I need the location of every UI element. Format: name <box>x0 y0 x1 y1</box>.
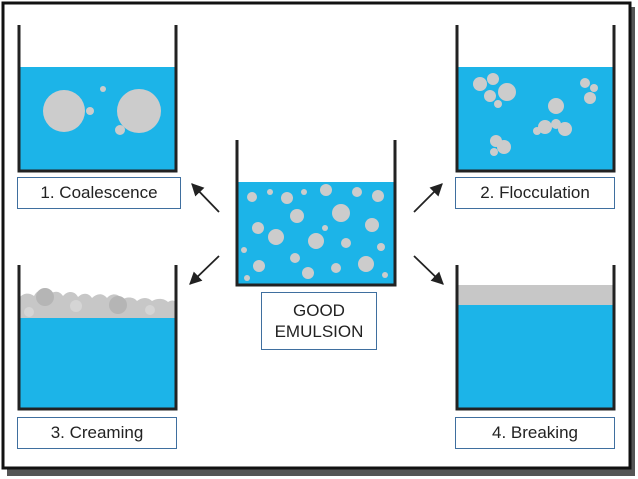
creaming-droplet <box>24 307 34 317</box>
label-breaking-text: 4. Breaking <box>492 423 578 443</box>
good-emulsion-droplet <box>332 204 350 222</box>
flocculation-droplet <box>497 140 511 154</box>
flocculation-droplet <box>533 127 541 135</box>
label-breaking: 4. Breaking <box>455 417 615 449</box>
creaming-droplet <box>70 300 82 312</box>
good-emulsion-droplet <box>308 233 324 249</box>
flocculation-droplet <box>494 100 502 108</box>
creaming-liquid <box>19 305 176 409</box>
label-good-emulsion: GOOD EMULSION <box>261 292 377 350</box>
flocculation-droplet <box>490 148 498 156</box>
flocculation-droplet <box>590 84 598 92</box>
breaking-water-layer <box>457 305 614 409</box>
creaming-droplet <box>109 296 127 314</box>
label-good-emulsion-line2: EMULSION <box>274 322 364 341</box>
good-emulsion-droplet <box>253 260 265 272</box>
arrow-to-flocculation <box>413 183 443 213</box>
coalescence-droplet <box>117 89 161 133</box>
flocculation-droplet <box>498 83 516 101</box>
good-emulsion-beaker <box>235 140 397 287</box>
good-emulsion-droplet <box>352 187 362 197</box>
good-emulsion-droplet <box>372 190 384 202</box>
good-emulsion-droplet <box>247 192 257 202</box>
good-emulsion-droplet <box>365 218 379 232</box>
good-emulsion-droplet <box>252 222 264 234</box>
good-emulsion-droplet <box>290 209 304 223</box>
label-flocculation-text: 2. Flocculation <box>480 183 590 203</box>
creaming-droplet <box>145 305 155 315</box>
good-emulsion-droplet <box>341 238 351 248</box>
good-emulsion-droplet <box>331 263 341 273</box>
creaming-beaker-wall <box>17 265 178 411</box>
coalescence-droplet <box>86 107 94 115</box>
flocculation-droplet <box>580 78 590 88</box>
flocculation-beaker-wall <box>455 25 616 173</box>
good-emulsion-droplet <box>322 225 328 231</box>
creaming-cream-layer <box>19 290 176 318</box>
good-emulsion-droplet <box>302 267 314 279</box>
breaking-beaker <box>455 265 616 411</box>
good-emulsion-droplet <box>268 229 284 245</box>
flocculation-droplet <box>558 122 572 136</box>
good-emulsion-droplet <box>301 189 307 195</box>
flocculation-droplet <box>484 90 496 102</box>
label-flocculation: 2. Flocculation <box>455 177 615 209</box>
label-coalescence-text: 1. Coalescence <box>40 183 158 203</box>
flocculation-droplet <box>548 98 564 114</box>
breaking-oil-layer <box>457 285 614 305</box>
arrow-to-coalescence <box>191 183 220 213</box>
flocculation-droplet <box>487 73 499 85</box>
good-emulsion-droplet <box>267 189 273 195</box>
flocculation-droplet <box>584 92 596 104</box>
coalescence-beaker <box>17 25 178 173</box>
breaking-beaker-wall <box>455 265 616 411</box>
coalescence-droplet <box>100 86 106 92</box>
good-emulsion-droplet <box>320 184 332 196</box>
label-good-emulsion-line1: GOOD <box>293 300 345 320</box>
good-emulsion-droplet <box>290 253 300 263</box>
good-emulsion-droplet <box>241 247 247 253</box>
flocculation-beaker <box>455 25 616 173</box>
label-coalescence: 1. Coalescence <box>17 177 181 209</box>
good-emulsion-droplet <box>382 272 388 278</box>
arrow-to-breaking <box>413 255 444 285</box>
flocculation-droplet <box>473 77 487 91</box>
creaming-droplet <box>36 288 54 306</box>
flocculation-droplet <box>538 120 552 134</box>
good-emulsion-droplet <box>358 256 374 272</box>
coalescence-beaker-wall <box>17 25 178 173</box>
creaming-beaker <box>17 265 178 411</box>
good-emulsion-droplet <box>377 243 385 251</box>
label-creaming-text: 3. Creaming <box>50 423 144 443</box>
good-emulsion-beaker-wall <box>235 140 397 287</box>
good-emulsion-droplet <box>281 192 293 204</box>
label-creaming: 3. Creaming <box>17 417 177 449</box>
coalescence-droplet <box>115 125 125 135</box>
arrow-to-creaming <box>189 255 220 285</box>
good-emulsion-droplet <box>244 275 250 281</box>
coalescence-droplet <box>43 90 85 132</box>
